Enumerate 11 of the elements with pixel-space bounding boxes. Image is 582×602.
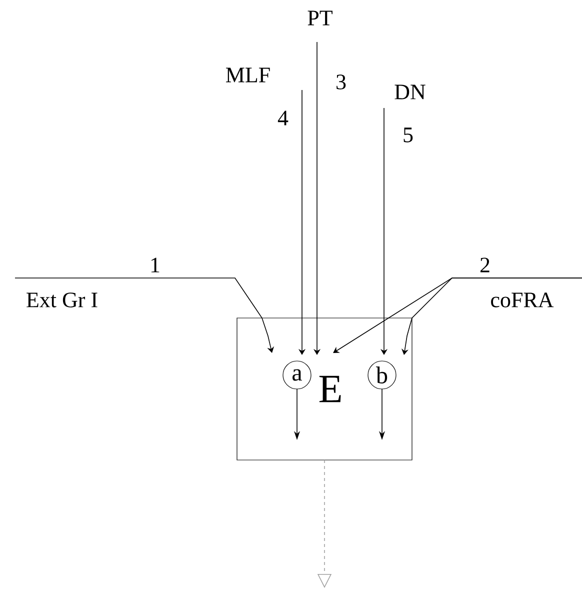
- pathway-number: 4: [278, 110, 288, 126]
- arrow: [14, 278, 274, 353]
- pathway-label: DN: [394, 84, 426, 100]
- pathway-label: coFRA: [491, 292, 554, 308]
- pathway-label: MLF: [226, 68, 270, 82]
- pathway-number: 2: [480, 258, 490, 272]
- pathway-label: PT: [308, 10, 332, 26]
- pathway-number: 5: [404, 128, 413, 142]
- pathway-label: Ext Gr I: [26, 292, 98, 308]
- pathway-number: 3: [336, 74, 346, 90]
- pathway-number: 1: [151, 258, 160, 272]
